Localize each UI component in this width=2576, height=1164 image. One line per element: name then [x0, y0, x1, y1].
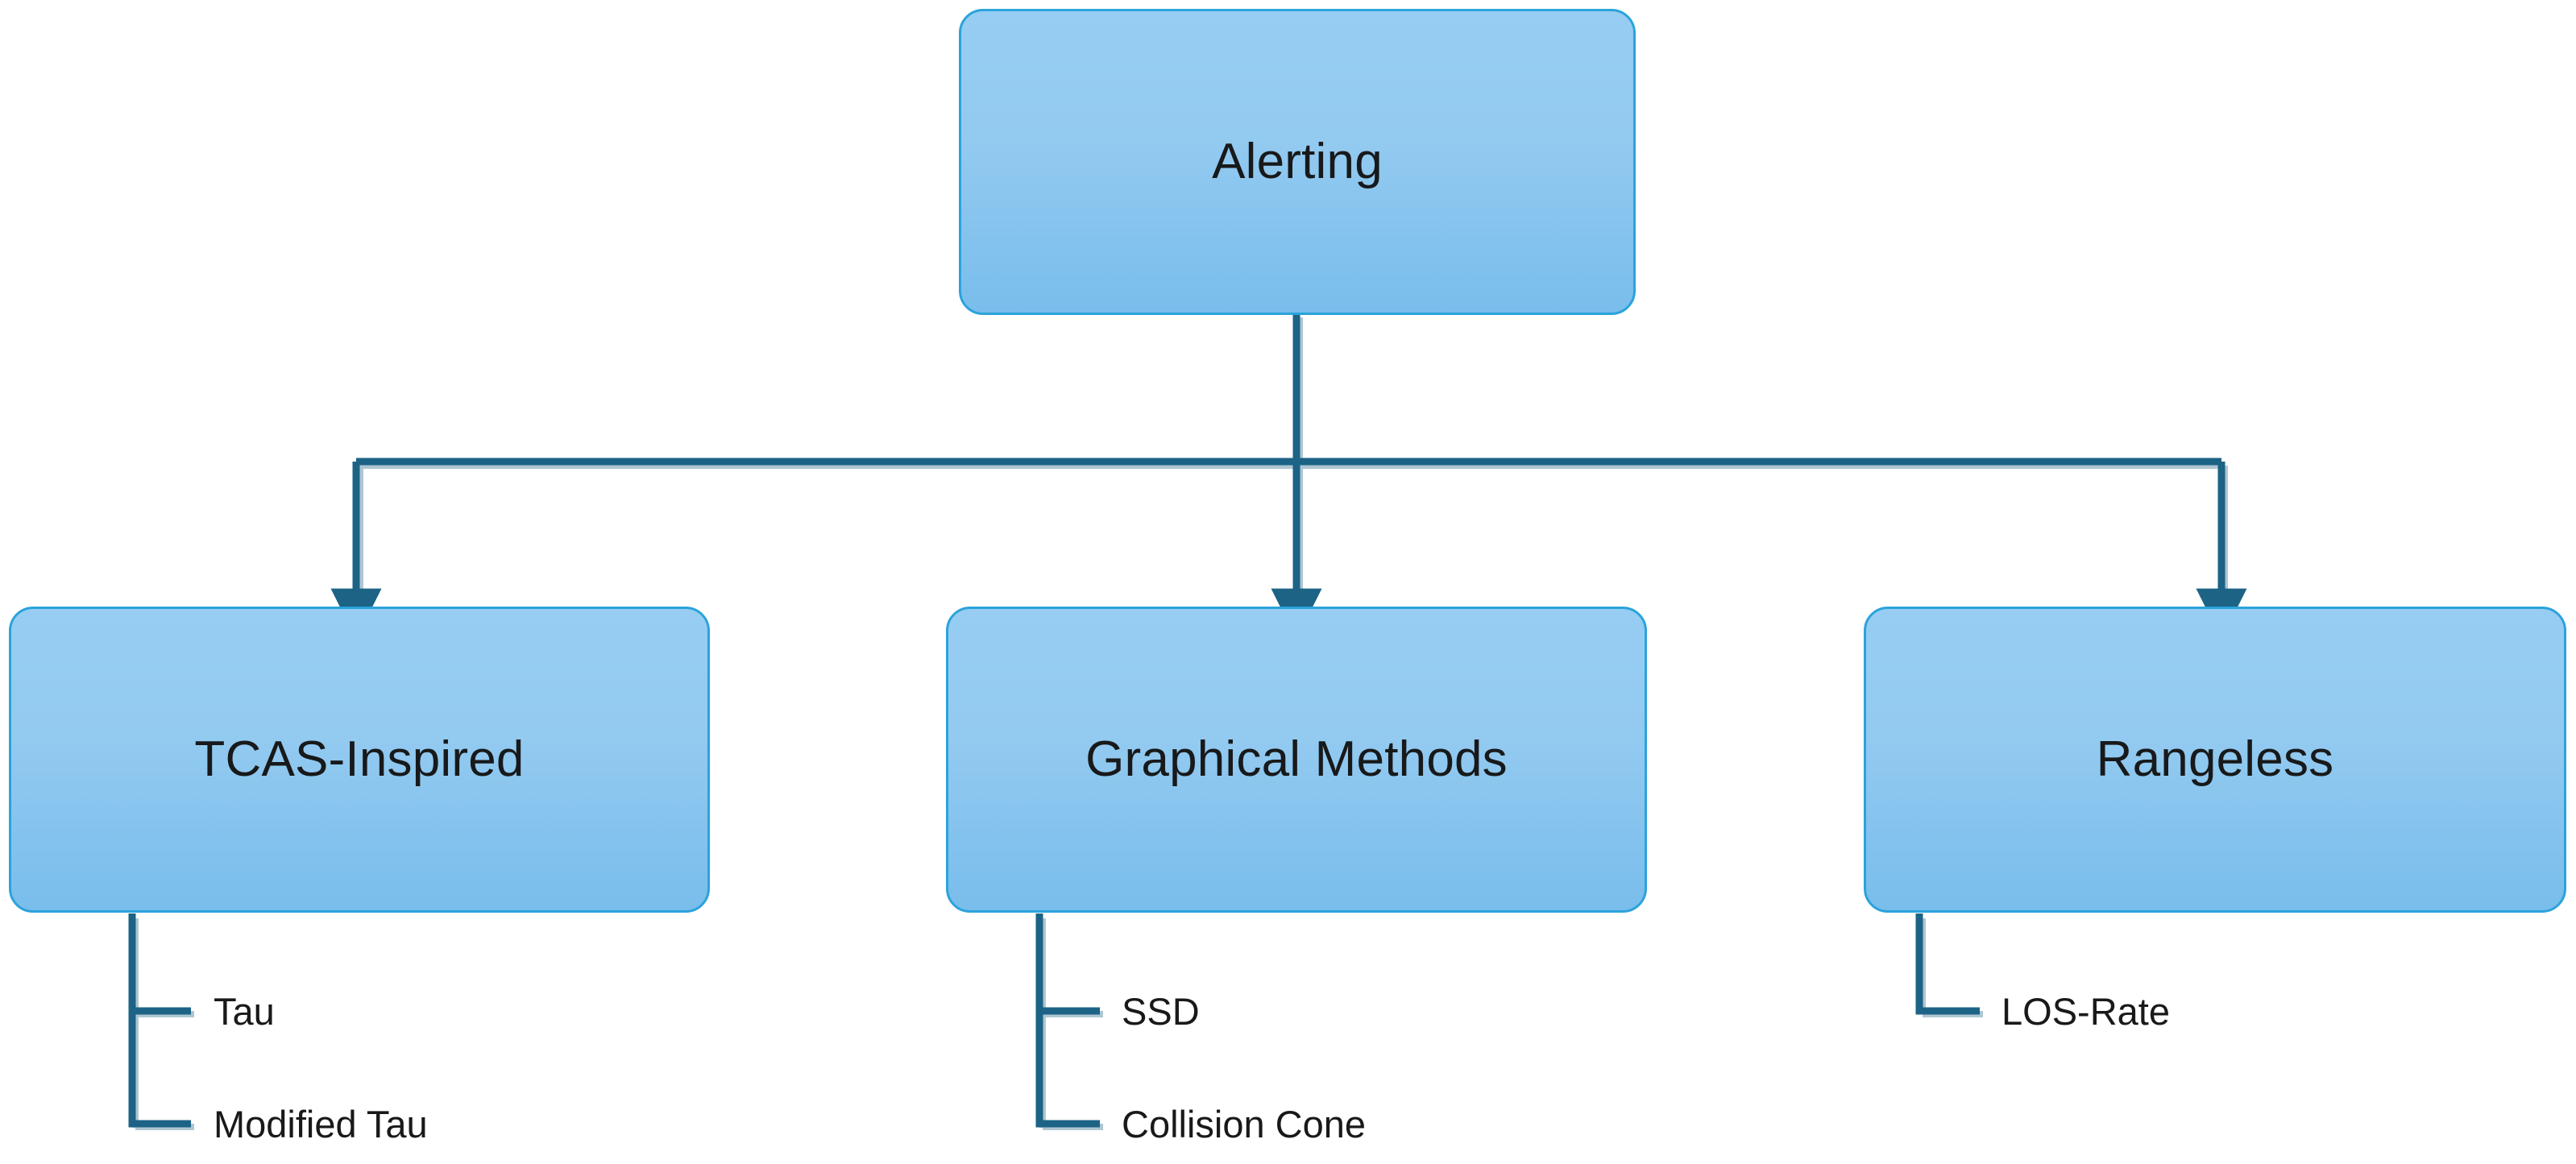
- node-rangeless[interactable]: Rangeless: [1864, 607, 2566, 913]
- leaf-label-tau[interactable]: Tau: [214, 990, 275, 1033]
- leaf-bracket-tcas-inspired: [128, 913, 191, 1128]
- node-rangeless-label: Rangeless: [2096, 731, 2334, 787]
- leaf-bracket-rangeless: [1915, 913, 1980, 1015]
- node-alerting-label: Alerting: [1212, 134, 1383, 189]
- node-graphical-methods-label: Graphical Methods: [1085, 731, 1508, 787]
- node-tcas-inspired-label: TCAS-Inspired: [194, 731, 525, 787]
- leaf-label-collision-cone[interactable]: Collision Cone: [1122, 1103, 1367, 1145]
- node-graphical-methods[interactable]: Graphical Methods: [946, 607, 1647, 913]
- node-tcas-inspired[interactable]: TCAS-Inspired: [9, 607, 710, 913]
- leaf-label-ssd[interactable]: SSD: [1122, 990, 1200, 1033]
- node-alerting[interactable]: Alerting: [959, 9, 1636, 315]
- leaf-label-modified-tau[interactable]: Modified Tau: [214, 1103, 428, 1145]
- leaf-label-los-rate[interactable]: LOS-Rate: [2001, 990, 2170, 1033]
- leaf-bracket-graphical-methods: [1035, 913, 1100, 1128]
